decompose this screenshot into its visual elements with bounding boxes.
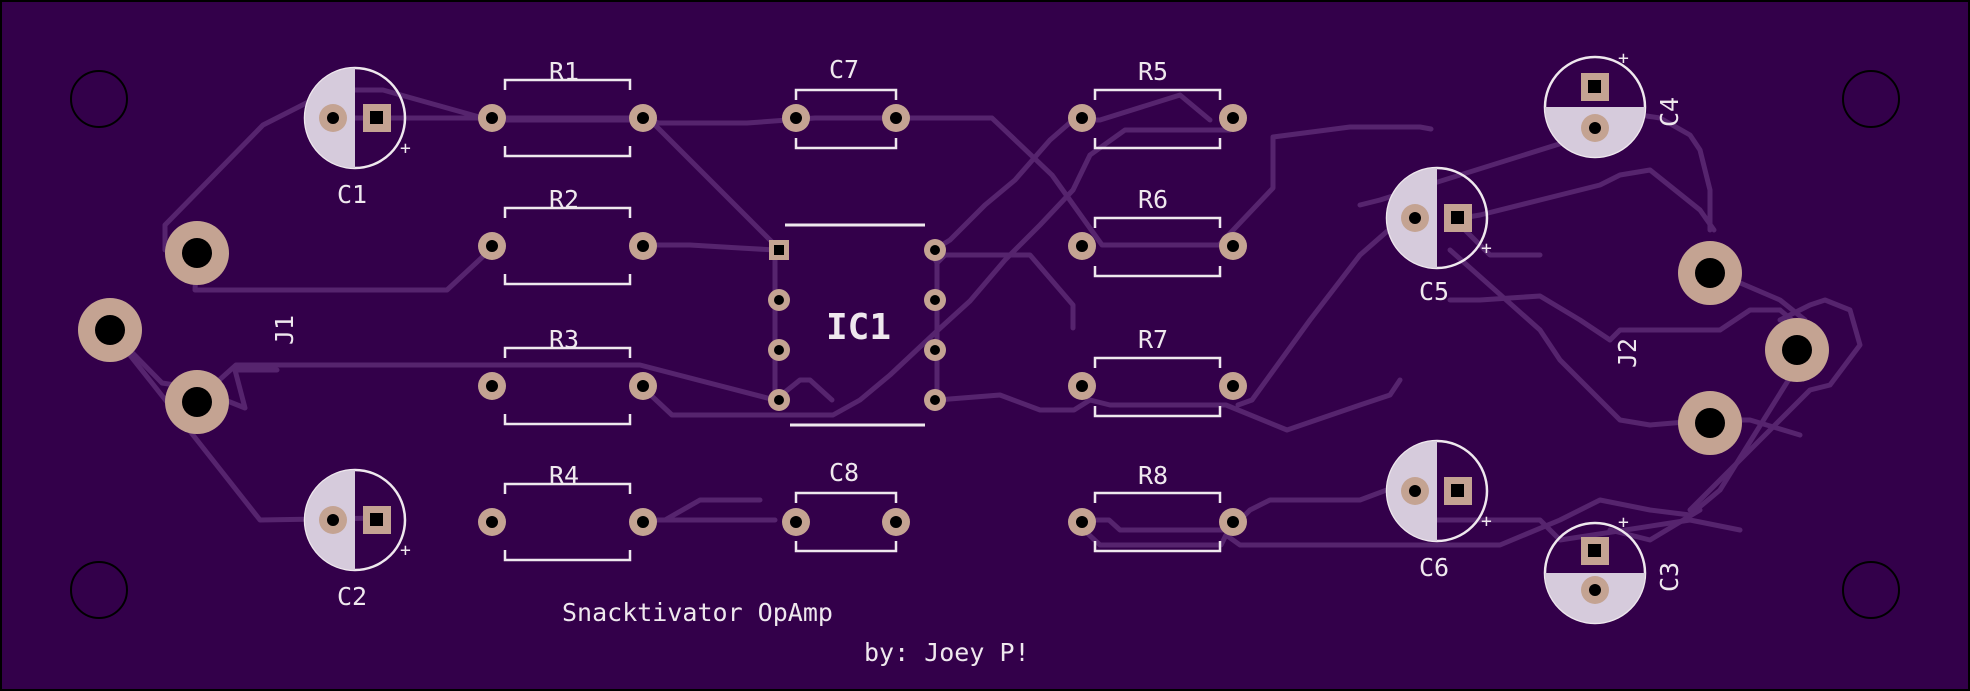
C1-pads [319, 104, 391, 132]
mounting-hole [1842, 70, 1900, 128]
c6-polarity-mark: + [1481, 511, 1492, 532]
C5-pads [1401, 204, 1472, 232]
j1-pads [78, 221, 229, 434]
component-labels: C1 C2 R1 R2 R3 R4 C7 C8 R5 R6 R7 R8 C5 C… [270, 55, 1684, 611]
R7-body [1093, 356, 1222, 418]
R1-body [503, 78, 632, 158]
label-J1: J1 [270, 315, 299, 345]
R5-body [1093, 88, 1222, 150]
C8-body [794, 491, 898, 553]
label-R6: R6 [1138, 185, 1168, 214]
mounting-holes [70, 70, 1900, 619]
C7-body [794, 88, 898, 150]
label-C8: C8 [829, 458, 859, 487]
ic1-outline [785, 223, 925, 427]
label-C1: C1 [337, 180, 367, 209]
board-title: Snacktivator OpAmp [562, 598, 833, 627]
label-R8: R8 [1138, 461, 1168, 490]
label-R3: R3 [549, 325, 579, 354]
label-R7: R7 [1138, 325, 1168, 354]
mounting-hole [70, 70, 128, 128]
mounting-hole [70, 561, 128, 619]
label-C4: C4 [1655, 97, 1684, 127]
label-C7: C7 [829, 55, 859, 84]
pads [78, 73, 1829, 604]
resistor-bodies [503, 78, 1222, 562]
board-author: by: Joey P! [864, 638, 1030, 667]
R8-body [1093, 491, 1222, 553]
c2-polarity-mark: + [400, 540, 411, 561]
C6-pads [1401, 477, 1472, 505]
label-R1: R1 [549, 57, 579, 86]
R2-body [503, 206, 632, 286]
c4-polarity-mark: + [1618, 48, 1629, 69]
C4-pads [1581, 73, 1609, 142]
label-R2: R2 [549, 185, 579, 214]
C3-pads [1581, 537, 1609, 604]
mounting-hole [1842, 561, 1900, 619]
R3-body [503, 346, 632, 426]
C2-pads [319, 506, 391, 534]
R4-body [503, 482, 632, 562]
label-C2: C2 [337, 582, 367, 611]
j2-pads [1678, 241, 1829, 455]
label-C6: C6 [1419, 553, 1449, 582]
label-J2: J2 [1613, 338, 1642, 368]
c1-polarity-mark: + [400, 138, 411, 159]
resistor-drills [486, 112, 1239, 528]
c5-polarity-mark: + [1481, 238, 1492, 259]
label-R4: R4 [549, 461, 579, 490]
label-C5: C5 [1419, 277, 1449, 306]
c3-polarity-mark: + [1618, 512, 1629, 533]
label-R5: R5 [1138, 57, 1168, 86]
R6-body [1093, 216, 1222, 278]
ic1-pads [768, 239, 946, 411]
label-C3: C3 [1655, 562, 1684, 592]
label-IC1: IC1 [826, 307, 891, 348]
